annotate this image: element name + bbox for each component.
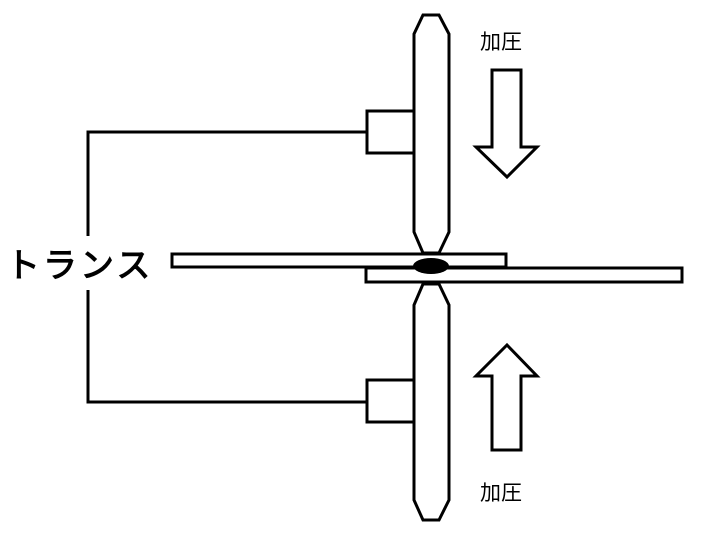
up-arrow-icon — [472, 342, 541, 452]
lower-electrode — [412, 282, 451, 522]
lower-holder — [365, 378, 417, 424]
upper-plate — [170, 252, 508, 269]
down-arrow-icon — [472, 68, 541, 180]
lower-wire — [86, 290, 367, 404]
upper-wire — [86, 130, 367, 236]
pressure-label-top: 加圧 — [480, 30, 522, 54]
weld-nugget — [413, 258, 449, 274]
upper-electrode — [412, 13, 451, 255]
pressure-label-bottom: 加圧 — [480, 481, 522, 505]
transformer-label: トランス — [6, 246, 154, 286]
upper-holder — [365, 109, 417, 155]
lower-plate — [364, 266, 684, 284]
